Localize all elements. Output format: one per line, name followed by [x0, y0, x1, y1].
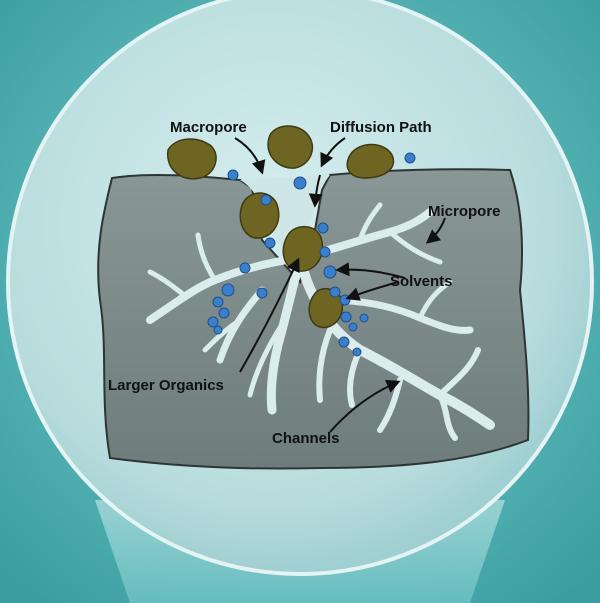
label-larger-organics: Larger Organics	[108, 377, 224, 394]
organic-blob	[283, 227, 322, 271]
solvent-particle	[360, 314, 368, 322]
solvent-particle	[294, 177, 306, 189]
solvent-particle	[320, 247, 330, 257]
solvent-particle	[330, 287, 340, 297]
solvent-particle	[240, 263, 250, 273]
solvent-particle	[340, 295, 350, 305]
solvent-particle	[405, 153, 415, 163]
solvent-particle	[341, 312, 351, 322]
solvent-particle	[261, 195, 271, 205]
solvent-particle	[265, 238, 275, 248]
label-macropore: Macropore	[170, 119, 247, 136]
solvent-particle	[228, 170, 238, 180]
solvent-particle	[222, 284, 234, 296]
solvent-particle	[219, 308, 229, 318]
solvent-particle	[349, 323, 357, 331]
organic-blob	[347, 144, 393, 178]
label-diffusion-path: Diffusion Path	[330, 119, 432, 136]
solvent-particle	[213, 297, 223, 307]
organic-blob	[168, 139, 216, 179]
label-micropore: Micropore	[428, 203, 501, 220]
solvent-particle	[257, 288, 267, 298]
solvent-particle	[353, 348, 361, 356]
solvent-particle	[214, 326, 222, 334]
solvent-particle	[318, 223, 328, 233]
solvent-particle	[339, 337, 349, 347]
label-solvents: Solvents	[390, 273, 453, 290]
solvent-particle	[324, 266, 336, 278]
organic-blob	[240, 193, 279, 238]
label-channels: Channels	[272, 430, 340, 447]
solvent-particle	[208, 317, 218, 327]
